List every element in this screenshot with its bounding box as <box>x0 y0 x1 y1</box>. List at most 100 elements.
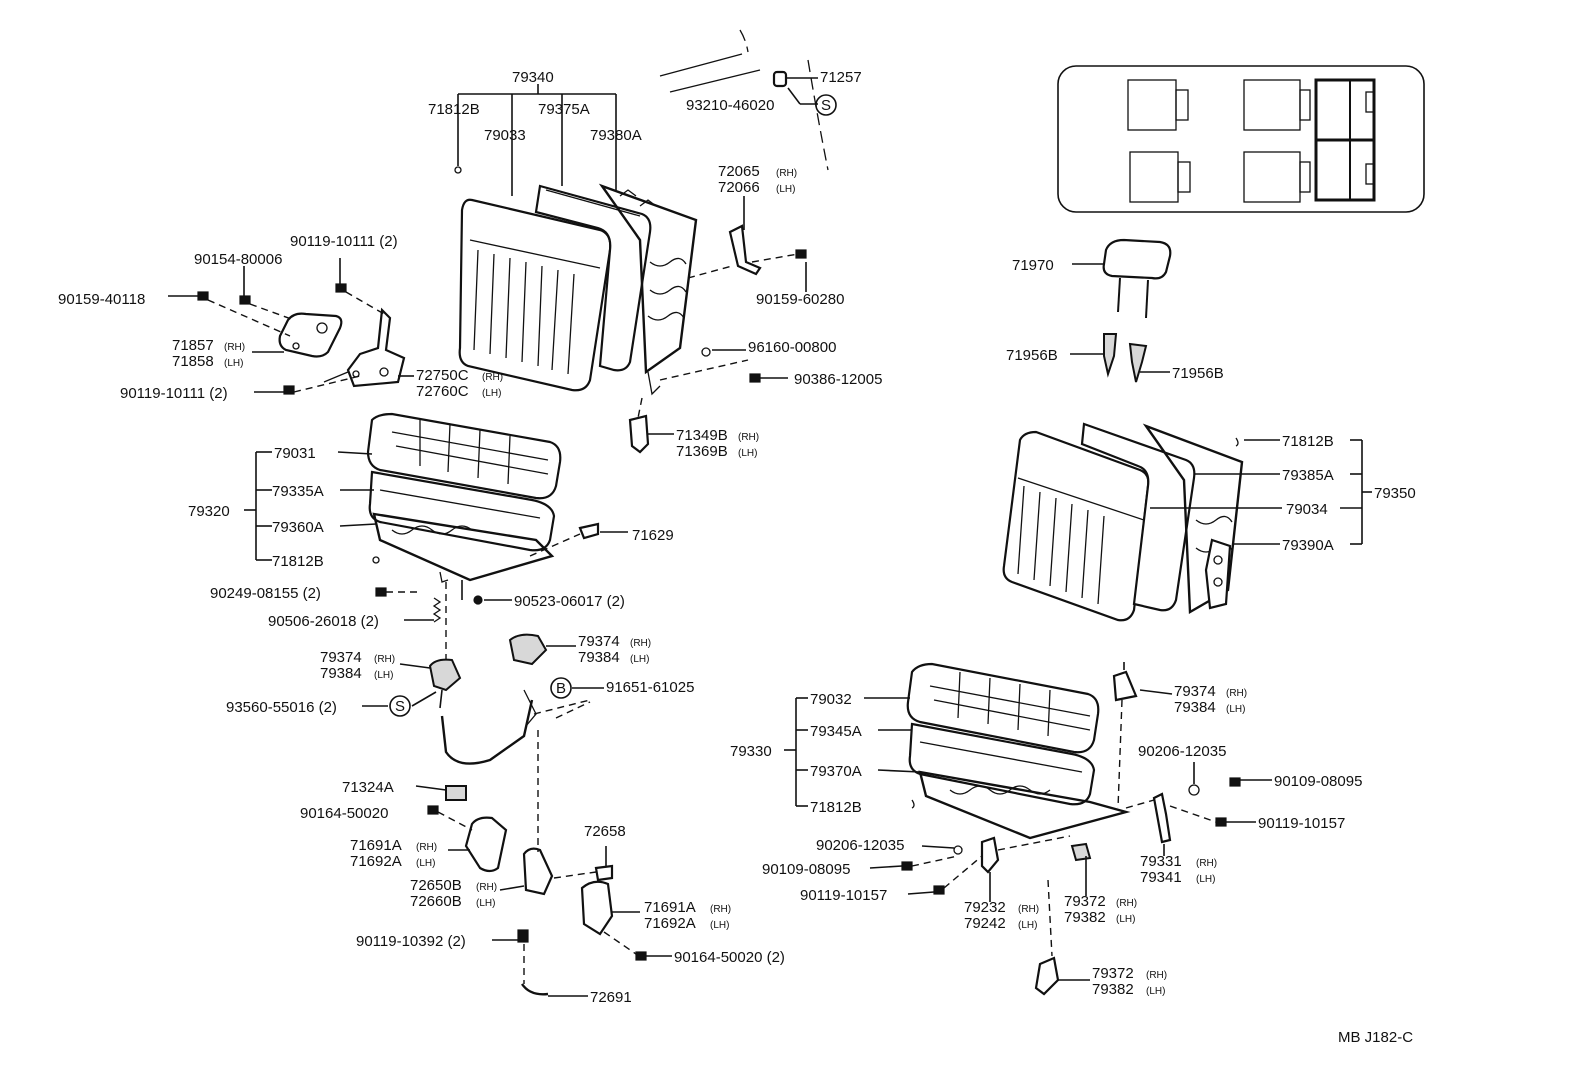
label-90159-60280: 90159-60280 <box>756 291 844 308</box>
cover-71691a-left <box>464 816 508 873</box>
seatback-79033 <box>458 198 612 392</box>
label-90109-08095-b: 90109-08095 <box>762 861 850 878</box>
label-79374-c: 79374 <box>1174 683 1216 700</box>
label-79382-a-lh: (LH) <box>1116 914 1135 925</box>
label-79335a: 79335A <box>272 483 324 500</box>
clip-71812b-right <box>1235 437 1239 447</box>
hinge-cover-71857 <box>278 312 343 358</box>
headrest-guide-71956b-left <box>1103 333 1118 378</box>
label-79331-rh: (RH) <box>1196 858 1217 869</box>
label-90159-40118: 90159-40118 <box>58 291 145 308</box>
label-71691a-b-rh: (RH) <box>710 904 731 915</box>
label-71812b-c: 71812B <box>1282 433 1334 450</box>
label-90119-10111-bottom: 90119-10111 (2) <box>120 385 228 402</box>
label-71812b-d: 71812B <box>810 799 862 816</box>
circle-mark-b: B <box>550 677 572 699</box>
headrest-guide-71956b-right <box>1128 342 1148 383</box>
circle-mark-s-bottom: S <box>389 695 411 717</box>
label-90386-12005: 90386-12005 <box>794 371 882 388</box>
label-90506-26018: 90506-26018 (2) <box>268 613 379 630</box>
hinge-72750c <box>323 307 406 388</box>
label-79382-a: 79382 <box>1064 909 1106 926</box>
bolt-90154-80006 <box>239 295 251 305</box>
bolt-90119-10392 <box>517 929 529 943</box>
label-90109-08095-a: 90109-08095 <box>1274 773 1362 790</box>
label-91651-61025: 91651-61025 <box>606 679 694 696</box>
striker-72065 <box>728 224 762 276</box>
label-79382-b-lh: (LH) <box>1146 986 1165 997</box>
label-71812b-b: 71812B <box>272 553 324 570</box>
label-79374-c-rh: (RH) <box>1226 688 1247 699</box>
label-79374-a-rh: (RH) <box>374 654 395 665</box>
seat-cushion-79032 <box>906 662 1100 754</box>
label-79232: 79232 <box>964 899 1006 916</box>
nut-90523-06017 <box>473 595 483 605</box>
release-knob-71349b <box>628 414 650 454</box>
diagram-code: MB J182-C <box>1338 1029 1413 1046</box>
circle-mark-b-text: B <box>556 680 566 697</box>
circle-mark-s-top: S <box>815 94 837 116</box>
headrest-71970 <box>1102 238 1172 319</box>
callout-labels: 79340 71812B 79375A 79033 79380A 71257 9… <box>58 69 1416 1046</box>
seatback-pad-79385a <box>1080 422 1196 612</box>
seat-lock-cover-71257 <box>772 70 788 88</box>
label-79374-b-rh: (RH) <box>630 638 651 649</box>
pedal-71324a <box>445 785 467 801</box>
label-96160-00800: 96160-00800 <box>748 339 836 356</box>
inset-second-seat-right <box>1243 79 1311 131</box>
label-71369b: 71369B <box>676 443 728 460</box>
label-72650b-rh: (RH) <box>476 882 497 893</box>
clip-72658 <box>594 864 614 882</box>
label-79370a: 79370A <box>810 763 862 780</box>
label-79390a: 79390A <box>1282 537 1334 554</box>
screw-90159-60280 <box>795 249 807 259</box>
bracket-79331 <box>1152 792 1172 844</box>
label-90119-10392: 90119-10392 (2) <box>356 933 466 950</box>
label-71691a-a: 71691A <box>350 837 402 854</box>
label-71956b-b: 71956B <box>1172 365 1224 382</box>
seatback-pad-79375a <box>534 184 652 372</box>
label-71324a: 71324A <box>342 779 394 796</box>
label-79242: 79242 <box>964 915 1006 932</box>
label-71858-lh: (LH) <box>224 358 243 369</box>
washer-90206-12035-right <box>1188 784 1200 796</box>
inset-third-seat-highlighted <box>1314 78 1376 202</box>
label-90164-50020-b: 90164-50020 (2) <box>674 949 785 966</box>
label-79372-b: 79372 <box>1092 965 1134 982</box>
label-72066-lh: (LH) <box>776 184 795 195</box>
bolt-90164-50020-left <box>427 805 439 815</box>
label-72691: 72691 <box>590 989 632 1006</box>
cover-79372-lower <box>1034 956 1060 996</box>
label-90119-10157-b: 90119-10157 <box>800 887 887 904</box>
label-93560-55016: 93560-55016 (2) <box>226 699 337 716</box>
label-79350: 79350 <box>1374 485 1416 502</box>
label-79375a: 79375A <box>538 101 590 118</box>
label-79031: 79031 <box>274 445 316 462</box>
label-90523-06017: 90523-06017 (2) <box>514 593 625 610</box>
label-79384-a-lh: (LH) <box>374 670 393 681</box>
label-71857: 71857 <box>172 337 214 354</box>
leg-bracket-79374-center <box>508 633 548 666</box>
label-72760c: 72760C <box>416 383 469 400</box>
clip-96160-00800 <box>701 347 711 357</box>
bracket-79374-right <box>1112 670 1138 702</box>
label-71629: 71629 <box>632 527 674 544</box>
bolt-90119-10157-left <box>933 885 945 895</box>
label-90206-12035-b: 90206-12035 <box>816 837 904 854</box>
hinge-72650b <box>522 847 554 896</box>
inset-second-seat-left <box>1243 151 1311 203</box>
label-71857-rh: (RH) <box>224 342 245 353</box>
label-71691a-b: 71691A <box>644 899 696 916</box>
label-79033: 79033 <box>484 127 526 144</box>
label-93210-46020: 93210-46020 <box>686 97 774 114</box>
label-72660b: 72660B <box>410 893 462 910</box>
screw-90386-12005 <box>749 373 761 383</box>
label-79384-b-lh: (LH) <box>630 654 649 665</box>
label-71349b-rh: (RH) <box>738 432 759 443</box>
label-71970: 71970 <box>1012 257 1054 274</box>
seat-cushion-frame-79370a <box>918 770 1131 840</box>
label-90164-50020-a: 90164-50020 <box>300 805 388 822</box>
label-72065: 72065 <box>718 163 760 180</box>
label-79341-lh: (LH) <box>1196 874 1215 885</box>
